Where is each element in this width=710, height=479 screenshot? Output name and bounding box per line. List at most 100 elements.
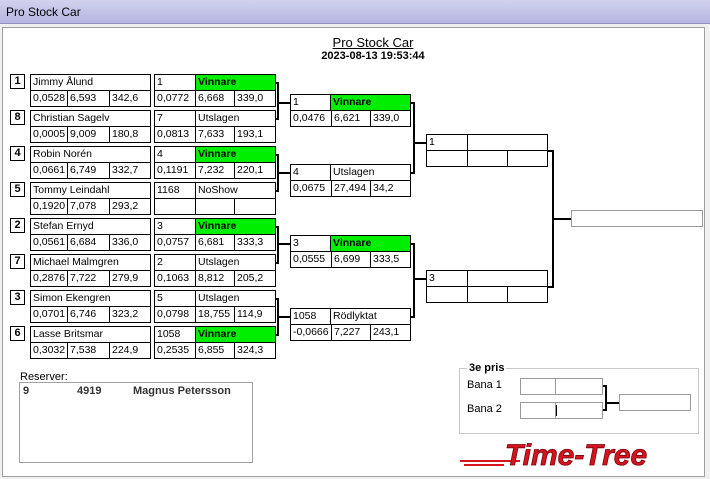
- result-et-cell[interactable]: 7,232: [195, 162, 235, 179]
- result-rt-cell[interactable]: 0,0757: [154, 234, 196, 251]
- driver-et-cell[interactable]: 7,078: [67, 198, 110, 215]
- round2-rt-cell[interactable]: 0,0555: [290, 251, 332, 268]
- round2-speed-cell[interactable]: 243,1: [370, 324, 411, 341]
- result-speed-cell[interactable]: [234, 198, 276, 215]
- result-number-cell[interactable]: 1: [154, 74, 196, 91]
- round3-status-cell[interactable]: [467, 270, 548, 287]
- result-et-cell[interactable]: 18,755: [195, 306, 235, 323]
- driver-name-cell[interactable]: Christian Sagelv: [30, 110, 151, 127]
- driver-rt-cell[interactable]: 0,0701: [30, 306, 68, 323]
- result-et-cell[interactable]: 8,812: [195, 270, 235, 287]
- driver-et-cell[interactable]: 6,684: [67, 234, 110, 251]
- result-speed-cell[interactable]: 324,3: [234, 342, 276, 359]
- round2-number-cell[interactable]: 3: [290, 235, 331, 252]
- round3-status-cell[interactable]: [467, 134, 548, 151]
- reserves-list[interactable]: [19, 382, 253, 463]
- driver-rt-cell[interactable]: 0,2876: [30, 270, 68, 287]
- result-speed-cell[interactable]: 193,1: [234, 126, 276, 143]
- driver-et-cell[interactable]: 7,722: [67, 270, 110, 287]
- result-status-cell[interactable]: Utslagen: [195, 254, 276, 271]
- result-rt-cell[interactable]: 0,0772: [154, 90, 196, 107]
- round2-status-cell[interactable]: Vinnare: [330, 94, 411, 111]
- driver-name-cell[interactable]: Jimmy Ålund: [30, 74, 151, 91]
- round2-speed-cell[interactable]: 339,0: [370, 110, 411, 127]
- driver-name-cell[interactable]: Simon Ekengren: [30, 290, 151, 307]
- window-titlebar[interactable]: Pro Stock Car: [0, 0, 710, 24]
- result-status-cell[interactable]: NoShow: [195, 182, 276, 199]
- driver-speed-cell[interactable]: 293,2: [109, 198, 151, 215]
- result-et-cell[interactable]: 7,633: [195, 126, 235, 143]
- result-et-cell[interactable]: [195, 198, 235, 215]
- result-rt-cell[interactable]: 0,0813: [154, 126, 196, 143]
- third-place-lane1-status[interactable]: [555, 378, 603, 395]
- driver-speed-cell[interactable]: 180,8: [109, 126, 151, 143]
- third-place-lane2-status[interactable]: [555, 402, 603, 419]
- result-speed-cell[interactable]: 205,2: [234, 270, 276, 287]
- round2-rt-cell[interactable]: 0,0476: [290, 110, 332, 127]
- driver-name-cell[interactable]: Robin Norén: [30, 146, 151, 163]
- round2-et-cell[interactable]: 7,227: [331, 324, 371, 341]
- result-rt-cell[interactable]: [154, 198, 196, 215]
- round2-number-cell[interactable]: 1: [290, 94, 331, 111]
- round2-rt-cell[interactable]: 0,0675: [290, 180, 332, 197]
- driver-speed-cell[interactable]: 342,6: [109, 90, 151, 107]
- round3-number-cell[interactable]: 1: [426, 134, 468, 151]
- driver-speed-cell[interactable]: 279,9: [109, 270, 151, 287]
- driver-et-cell[interactable]: 6,749: [67, 162, 110, 179]
- round3-stat-cell[interactable]: [426, 150, 468, 167]
- driver-name-cell[interactable]: Michael Malmgren: [30, 254, 151, 271]
- result-et-cell[interactable]: 6,681: [195, 234, 235, 251]
- result-speed-cell[interactable]: 114,9: [234, 306, 276, 323]
- round3-stat-cell[interactable]: [467, 150, 508, 167]
- result-status-cell[interactable]: Vinnare: [195, 218, 276, 235]
- driver-rt-cell[interactable]: 0,0005: [30, 126, 68, 143]
- round3-number-cell[interactable]: 3: [426, 270, 468, 287]
- driver-et-cell[interactable]: 6,746: [67, 306, 110, 323]
- driver-speed-cell[interactable]: 332,7: [109, 162, 151, 179]
- driver-et-cell[interactable]: 6,593: [67, 90, 110, 107]
- result-number-cell[interactable]: 3: [154, 218, 196, 235]
- driver-rt-cell[interactable]: 0,0561: [30, 234, 68, 251]
- driver-et-cell[interactable]: 7,538: [67, 342, 110, 359]
- result-speed-cell[interactable]: 333,3: [234, 234, 276, 251]
- round3-stat-cell[interactable]: [426, 286, 468, 303]
- round2-et-cell[interactable]: 6,621: [331, 110, 371, 127]
- result-et-cell[interactable]: 6,668: [195, 90, 235, 107]
- final-winner-cell[interactable]: [571, 210, 703, 227]
- round2-number-cell[interactable]: 4: [290, 164, 331, 181]
- round2-status-cell[interactable]: Utslagen: [330, 164, 411, 181]
- result-number-cell[interactable]: 2: [154, 254, 196, 271]
- driver-rt-cell[interactable]: 0,1920: [30, 198, 68, 215]
- result-rt-cell[interactable]: 0,1191: [154, 162, 196, 179]
- result-rt-cell[interactable]: 0,0798: [154, 306, 196, 323]
- third-place-winner-cell[interactable]: [619, 394, 691, 411]
- result-et-cell[interactable]: 6,855: [195, 342, 235, 359]
- round2-number-cell[interactable]: 1058: [290, 308, 331, 325]
- driver-et-cell[interactable]: 9,009: [67, 126, 110, 143]
- result-number-cell[interactable]: 7: [154, 110, 196, 127]
- result-status-cell[interactable]: Vinnare: [195, 326, 276, 343]
- round3-stat-cell[interactable]: [507, 286, 548, 303]
- result-speed-cell[interactable]: 339,0: [234, 90, 276, 107]
- result-status-cell[interactable]: Utslagen: [195, 110, 276, 127]
- driver-name-cell[interactable]: Tommy Leindahl: [30, 182, 151, 199]
- driver-name-cell[interactable]: Stefan Ernyd: [30, 218, 151, 235]
- round3-stat-cell[interactable]: [467, 286, 508, 303]
- round2-et-cell[interactable]: 6,699: [331, 251, 371, 268]
- result-status-cell[interactable]: Vinnare: [195, 146, 276, 163]
- result-number-cell[interactable]: 1168: [154, 182, 196, 199]
- result-number-cell[interactable]: 4: [154, 146, 196, 163]
- round3-stat-cell[interactable]: [507, 150, 548, 167]
- result-rt-cell[interactable]: 0,2535: [154, 342, 196, 359]
- round2-status-cell[interactable]: Vinnare: [330, 235, 411, 252]
- driver-speed-cell[interactable]: 224,9: [109, 342, 151, 359]
- round2-speed-cell[interactable]: 333,5: [370, 251, 411, 268]
- result-rt-cell[interactable]: 0,1063: [154, 270, 196, 287]
- result-status-cell[interactable]: Utslagen: [195, 290, 276, 307]
- result-speed-cell[interactable]: 220,1: [234, 162, 276, 179]
- round2-speed-cell[interactable]: 34,2: [370, 180, 411, 197]
- round2-rt-cell[interactable]: -0,0666: [290, 324, 332, 341]
- result-status-cell[interactable]: Vinnare: [195, 74, 276, 91]
- driver-name-cell[interactable]: Lasse Britsmar: [30, 326, 151, 343]
- round2-et-cell[interactable]: 27,494: [331, 180, 371, 197]
